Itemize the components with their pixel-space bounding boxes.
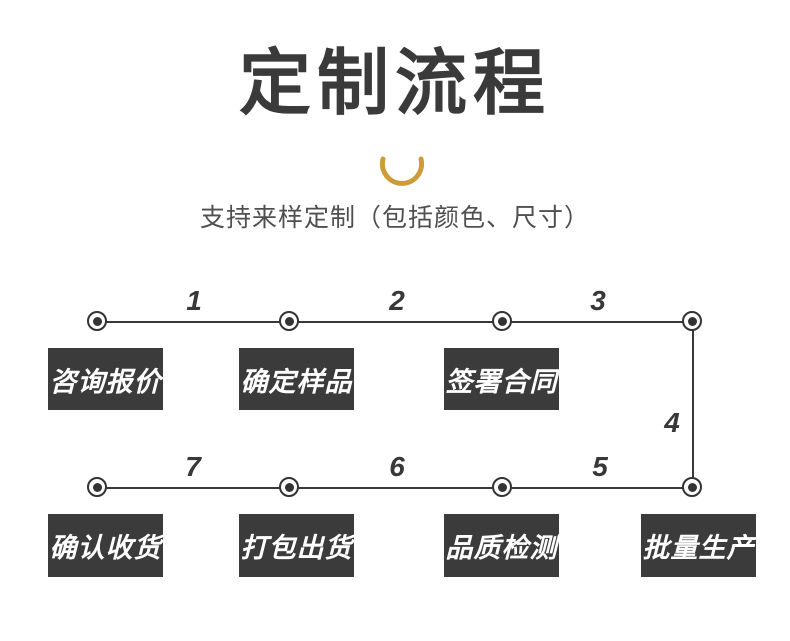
step-number-6: 6: [389, 451, 405, 482]
connector-line-bottom: [98, 487, 693, 489]
node-dot-bottom-3: [492, 477, 512, 497]
step-number-5: 5: [592, 451, 608, 482]
node-inner-dot: [687, 316, 697, 326]
node-inner-dot: [284, 316, 294, 326]
node-inner-dot: [687, 482, 697, 492]
step-box-mass-production: 批量生产: [641, 514, 756, 577]
step-box-confirm-sample: 确定样品: [239, 348, 354, 410]
node-inner-dot: [497, 482, 507, 492]
node-dot-top-3: [492, 311, 512, 331]
node-inner-dot: [92, 482, 102, 492]
step-box-sign-contract: 签署合同: [444, 348, 559, 410]
connector-line-top: [98, 321, 693, 323]
step-box-pack-ship: 打包出货: [239, 514, 354, 577]
step-box-quality-check: 品质检测: [444, 514, 559, 577]
step-box-consult-quote: 咨询报价: [48, 348, 163, 410]
node-inner-dot: [284, 482, 294, 492]
node-dot-top-2: [279, 311, 299, 331]
node-dot-bottom-1: [87, 477, 107, 497]
node-inner-dot: [497, 316, 507, 326]
page-subtitle: 支持来样定制（包括颜色、尺寸）: [199, 204, 590, 232]
step-number-2: 2: [389, 285, 405, 316]
node-inner-dot: [92, 316, 102, 326]
node-dot-bottom-2: [279, 477, 299, 497]
node-dot-top-4: [682, 311, 702, 331]
step-number-3: 3: [590, 285, 606, 316]
node-dot-bottom-4: [682, 477, 702, 497]
smile-arc-icon: [377, 151, 427, 191]
step-number-1: 1: [186, 285, 202, 316]
node-dot-top-1: [87, 311, 107, 331]
page-title: 定制流程: [238, 44, 551, 124]
step-box-confirm-receipt: 确认收货: [48, 514, 163, 577]
step-number-7: 7: [185, 451, 201, 482]
connector-line-vertical: [692, 322, 694, 488]
step-number-4: 4: [664, 407, 680, 438]
